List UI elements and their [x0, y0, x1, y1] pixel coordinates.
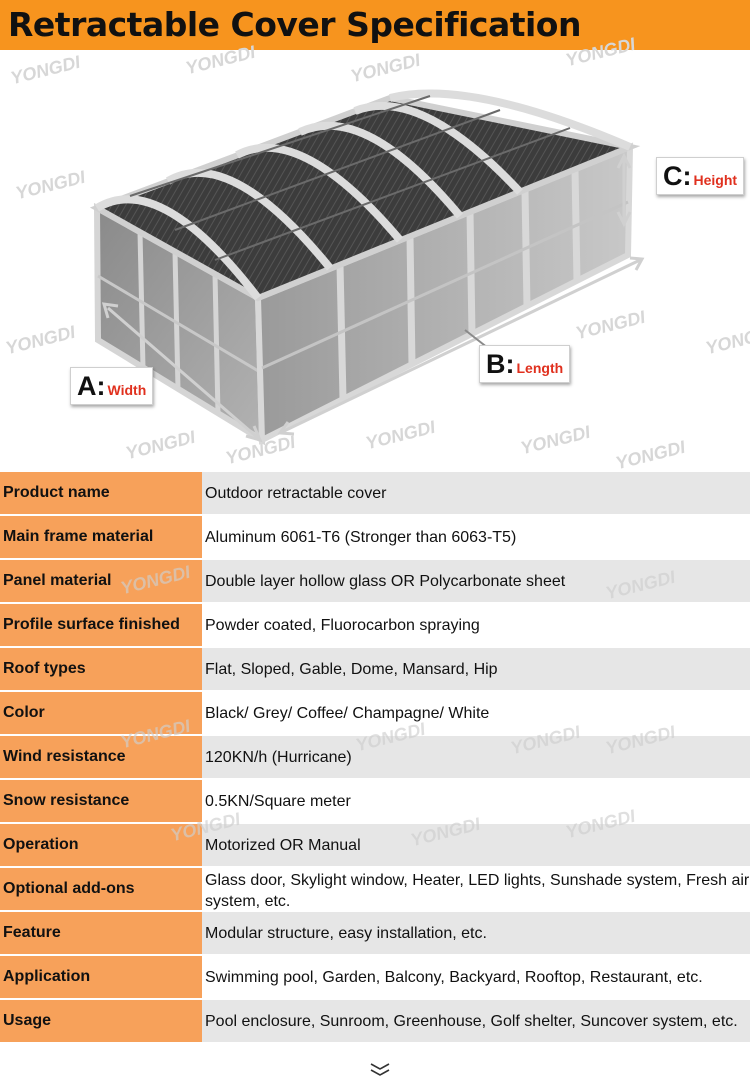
page-title: Retractable Cover Specification — [8, 5, 581, 44]
spec-value: 0.5KN/Square meter — [202, 780, 750, 822]
height-arrow — [616, 152, 632, 228]
width-arrow — [101, 302, 263, 443]
spec-value: Outdoor retractable cover — [202, 472, 750, 514]
length-arrow — [277, 256, 645, 436]
spec-row-feature: Feature Modular structure, easy installa… — [0, 912, 750, 954]
spec-value: Powder coated, Fluorocarbon spraying — [202, 604, 750, 646]
page-header: Retractable Cover Specification — [0, 0, 750, 50]
spec-row-roof-types: Roof types Flat, Sloped, Gable, Dome, Ma… — [0, 648, 750, 690]
product-illustration: YONGDI YONGDI YONGDI YONGDI YONGDI YONGD… — [0, 34, 750, 474]
spec-label: Usage — [0, 1000, 202, 1042]
spec-value: 120KN/h (Hurricane) — [202, 736, 750, 778]
spec-label: Color — [0, 692, 202, 734]
width-letter: A: — [77, 370, 106, 401]
specification-table: Product name Outdoor retractable cover M… — [0, 472, 750, 1044]
spec-label: Wind resistance — [0, 736, 202, 778]
spec-label: Optional add-ons — [0, 868, 202, 910]
spec-value: Black/ Grey/ Coffee/ Champagne/ White — [202, 692, 750, 734]
spec-label: Operation — [0, 824, 202, 866]
spec-value: Pool enclosure, Sunroom, Greenhouse, Gol… — [202, 1000, 750, 1042]
spec-row-product-name: Product name Outdoor retractable cover — [0, 472, 750, 514]
length-letter: B: — [486, 348, 515, 379]
spec-label: Snow resistance — [0, 780, 202, 822]
height-letter: C: — [663, 160, 692, 191]
spec-row-panel-material: Panel material Double layer hollow glass… — [0, 560, 750, 602]
spec-value: Swimming pool, Garden, Balcony, Backyard… — [202, 956, 750, 998]
length-text: Length — [516, 360, 564, 376]
enclosure-drawing — [89, 89, 645, 446]
height-text: Height — [693, 172, 738, 188]
length-label: B: Length — [479, 345, 571, 383]
spec-row-operation: Operation Motorized OR Manual — [0, 824, 750, 866]
spec-value: Motorized OR Manual — [202, 824, 750, 866]
spec-row-wind-resistance: Wind resistance 120KN/h (Hurricane) — [0, 736, 750, 778]
spec-value: Aluminum 6061-T6 (Stronger than 6063-T5) — [202, 516, 750, 558]
spec-value: Glass door, Skylight window, Heater, LED… — [202, 868, 750, 910]
spec-row-usage: Usage Pool enclosure, Sunroom, Greenhous… — [0, 1000, 750, 1042]
spec-row-snow-resistance: Snow resistance 0.5KN/Square meter — [0, 780, 750, 822]
height-label: C: Height — [656, 157, 745, 195]
spec-label: Application — [0, 956, 202, 998]
spec-label: Feature — [0, 912, 202, 954]
spec-row-optional-add-ons: Optional add-ons Glass door, Skylight wi… — [0, 868, 750, 910]
spec-label: Roof types — [0, 648, 202, 690]
width-label: A: Width — [70, 367, 154, 405]
spec-label: Panel material — [0, 560, 202, 602]
spec-label: Product name — [0, 472, 202, 514]
spec-value: Flat, Sloped, Gable, Dome, Mansard, Hip — [202, 648, 750, 690]
spec-label: Main frame material — [0, 516, 202, 558]
width-text: Width — [107, 382, 147, 398]
spec-value: Double layer hollow glass OR Polycarbona… — [202, 560, 750, 602]
chevron-down-icon[interactable] — [369, 1062, 391, 1078]
spec-label: Profile surface finished — [0, 604, 202, 646]
spec-row-application: Application Swimming pool, Garden, Balco… — [0, 956, 750, 998]
spec-row-color: Color Black/ Grey/ Coffee/ Champagne/ Wh… — [0, 692, 750, 734]
spec-row-main-frame-material: Main frame material Aluminum 6061-T6 (St… — [0, 516, 750, 558]
spec-value: Modular structure, easy installation, et… — [202, 912, 750, 954]
spec-row-profile-surface: Profile surface finished Powder coated, … — [0, 604, 750, 646]
